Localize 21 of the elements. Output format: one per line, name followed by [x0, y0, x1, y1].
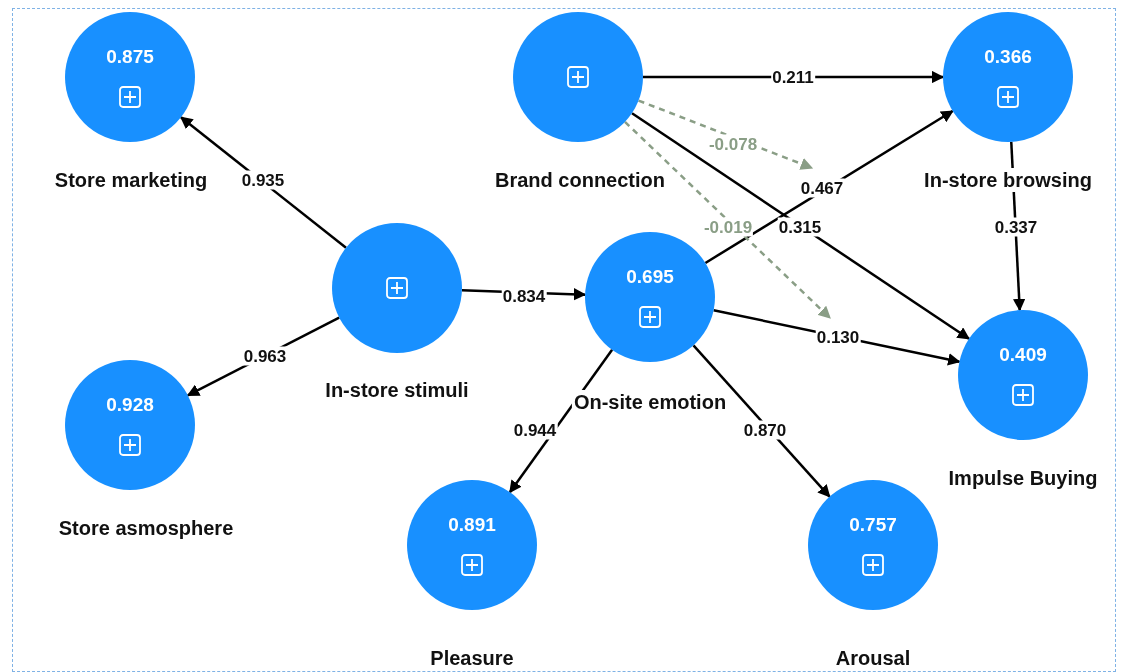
arrow	[704, 109, 954, 265]
construct-value: 0.928	[105, 394, 155, 416]
construct-value: 0.757	[848, 514, 898, 536]
construct-value: 0.891	[447, 514, 497, 536]
edge-label: 0.315	[777, 217, 823, 237]
construct-value: 0.366	[983, 46, 1033, 68]
edge-label: 0.935	[240, 170, 286, 190]
construct-label: In-store browsing	[922, 168, 1094, 192]
arrow	[631, 112, 971, 340]
edge-label: 0.337	[993, 217, 1039, 237]
construct-value: 0.695	[625, 266, 675, 288]
dashed-arrow	[624, 121, 831, 319]
construct-value: 0.875	[105, 46, 155, 68]
dashed-arrow	[638, 99, 814, 170]
edge-label: 0.963	[242, 346, 288, 366]
edge-label: 0.870	[742, 420, 788, 440]
construct-value: 0.409	[998, 344, 1048, 366]
arrow	[180, 116, 347, 249]
arrow	[692, 344, 831, 498]
edge-label: 0.467	[799, 178, 845, 198]
edge-label: -0.019	[702, 217, 754, 237]
